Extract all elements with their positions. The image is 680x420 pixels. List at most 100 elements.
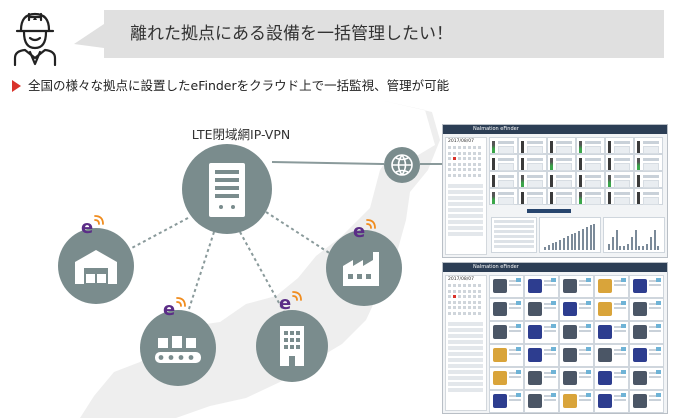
site-office-building-node <box>256 310 328 382</box>
thumbnail-caption <box>579 330 591 332</box>
card-label <box>643 192 659 195</box>
thumbnail-caption <box>509 280 521 282</box>
machine-status-card <box>576 188 605 205</box>
thumbnail-caption <box>579 280 591 282</box>
site-factory-node <box>326 230 402 306</box>
card-label <box>556 141 572 144</box>
machine-photo-icon <box>493 279 507 293</box>
machine-photo-icon <box>563 302 577 316</box>
signal-tower-icon <box>492 141 495 153</box>
machine-thumbnail-card <box>524 298 559 321</box>
thumbnail-caption <box>579 349 591 351</box>
machine-status-card <box>634 137 663 154</box>
signal-tower-icon <box>637 158 640 170</box>
app-title-bar: Nalmation eFinder <box>443 263 667 272</box>
card-label <box>556 192 572 195</box>
office-building-icon <box>280 326 304 366</box>
thumbnail-caption <box>544 353 556 355</box>
thumbnail-caption <box>649 280 661 282</box>
card-value <box>498 180 514 188</box>
server-icon <box>209 163 245 217</box>
card-label <box>643 141 659 144</box>
card-label <box>585 192 601 195</box>
machine-status-card <box>547 154 576 171</box>
signal-tower-icon <box>579 175 582 187</box>
machine-thumbnail-card <box>489 321 524 344</box>
machine-photo-icon <box>563 325 577 339</box>
signal-tower-icon <box>637 175 640 187</box>
card-value <box>498 197 514 205</box>
card-label <box>527 192 543 195</box>
machine-status-card <box>489 154 518 171</box>
status-badge <box>551 301 556 305</box>
machine-thumbnail-card <box>559 344 594 367</box>
thumbnail-caption <box>509 330 521 332</box>
signal-tower-icon <box>608 192 611 204</box>
status-badge <box>516 324 521 328</box>
thumbnail-caption <box>649 326 661 328</box>
machine-photo-icon <box>598 348 612 362</box>
signal-tower-icon <box>550 175 553 187</box>
svg-text:e: e <box>353 221 365 240</box>
machine-photo-icon <box>598 325 612 339</box>
card-value <box>556 197 572 205</box>
machine-thumbnail-card <box>489 367 524 390</box>
cloud-globe-node <box>384 147 420 183</box>
status-badge <box>586 278 591 282</box>
machine-photo-icon <box>528 348 542 362</box>
thumbnail-caption <box>614 326 626 328</box>
machine-thumbnail-card <box>559 367 594 390</box>
thumbnail-caption <box>649 303 661 305</box>
thumbnail-caption <box>614 349 626 351</box>
machine-status-card <box>489 171 518 188</box>
status-badge <box>586 324 591 328</box>
status-badge <box>586 347 591 351</box>
efinder-logo-icon: e <box>163 297 186 318</box>
status-badge <box>621 347 626 351</box>
app-title: Nalmation eFinder <box>473 126 519 132</box>
thumbnail-caption <box>544 307 556 309</box>
machine-gallery-screenshot: Nalmation eFinder 2017/08/07 <box>442 262 668 414</box>
machine-thumbnail-card <box>594 367 629 390</box>
production-chart <box>539 217 601 253</box>
thumbnail-caption <box>579 395 591 397</box>
thumbnail-caption <box>544 284 556 286</box>
card-label <box>585 175 601 178</box>
card-value <box>527 180 543 188</box>
calendar-date: 2017/08/07 <box>448 139 474 144</box>
signal-tower-icon <box>521 192 524 204</box>
card-value <box>556 146 572 154</box>
machine-photo-icon <box>563 394 577 408</box>
thumbnail-caption <box>614 353 626 355</box>
thumbnail-caption <box>649 349 661 351</box>
site-conveyor-node <box>140 310 216 386</box>
status-badge <box>551 347 556 351</box>
machine-status-card <box>634 154 663 171</box>
machine-thumbnail-card <box>524 367 559 390</box>
site-warehouse-node <box>58 228 134 304</box>
thumbnail-caption <box>649 284 661 286</box>
status-badge <box>586 370 591 374</box>
summary-table <box>491 217 537 253</box>
thumbnail-caption <box>544 399 556 401</box>
machine-photo-icon <box>633 279 647 293</box>
card-label <box>498 158 514 161</box>
signal-tower-icon <box>521 175 524 187</box>
server-node <box>182 144 272 234</box>
thumbnail-caption <box>614 372 626 374</box>
status-badge <box>551 370 556 374</box>
link-factory <box>265 211 335 257</box>
thumbnail-caption <box>649 330 661 332</box>
card-label <box>585 158 601 161</box>
status-badge <box>551 393 556 397</box>
card-label <box>556 158 572 161</box>
machine-photo-icon <box>563 348 577 362</box>
machine-thumbnail-card <box>629 298 664 321</box>
status-badge <box>551 278 556 282</box>
machine-photo-icon <box>528 394 542 408</box>
signal-tower-icon <box>608 175 611 187</box>
card-label <box>498 175 514 178</box>
status-badge <box>621 324 626 328</box>
machine-status-card <box>518 188 547 205</box>
card-label <box>614 141 630 144</box>
